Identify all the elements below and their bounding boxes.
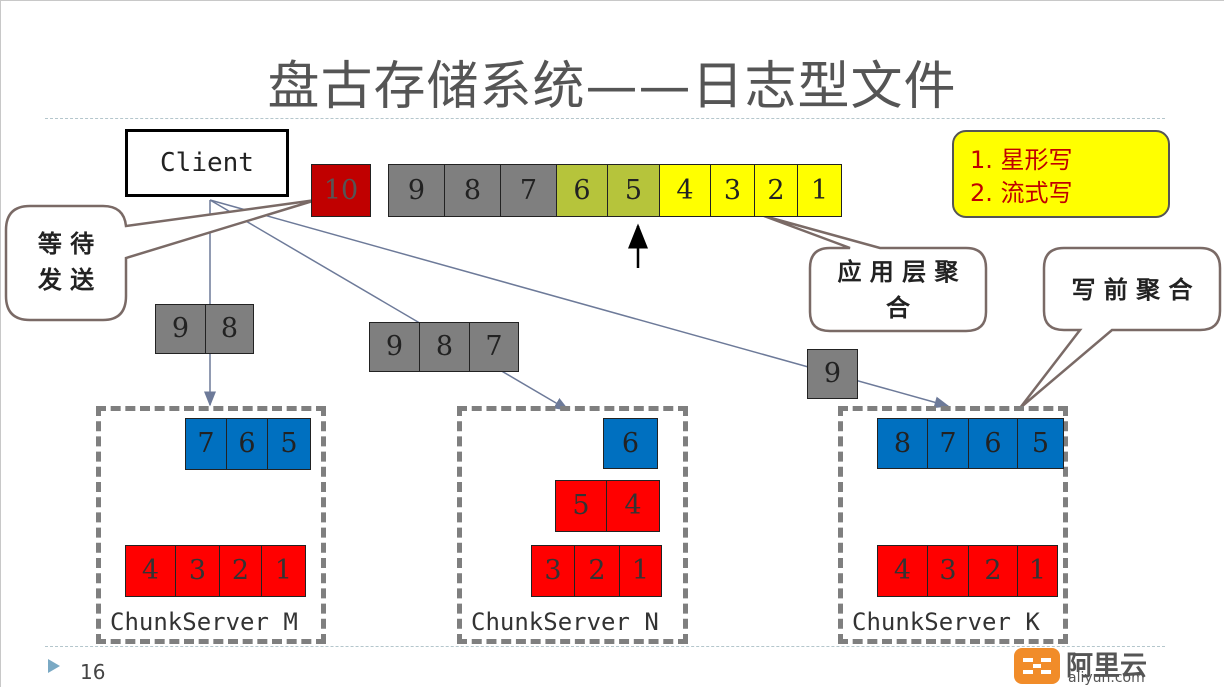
server-k-red-cell: 3 bbox=[927, 545, 969, 597]
server-k-red-cell: 1 bbox=[1017, 545, 1058, 597]
server-n-blue-cell: 6 bbox=[603, 418, 658, 469]
queue-cell: 2 bbox=[754, 164, 798, 217]
title-divider bbox=[45, 118, 1165, 119]
chunkserver-m bbox=[96, 406, 326, 644]
chunkserver-k bbox=[838, 406, 1068, 644]
callout-pre-write-text: 写 前 聚 合 bbox=[1071, 276, 1193, 304]
inflight-n-cell: 9 bbox=[369, 322, 420, 372]
inflight-n-cell: 7 bbox=[469, 322, 519, 372]
queue-cell: 7 bbox=[500, 164, 557, 217]
server-n-red-mid-cell: 4 bbox=[606, 480, 660, 532]
queue-cell: 4 bbox=[659, 164, 711, 217]
server-n-red-cell: 3 bbox=[531, 545, 575, 597]
server-m-blue-cell: 6 bbox=[226, 418, 268, 470]
server-n-red-mid-cell: 5 bbox=[555, 480, 607, 532]
server-m-red-cell: 4 bbox=[125, 545, 176, 597]
server-n-red-cell: 2 bbox=[574, 545, 620, 597]
queue-cell: 8 bbox=[444, 164, 501, 217]
legend-item-star-write: 1. 星形写 bbox=[970, 146, 1073, 174]
aliyun-logo-subtext: aliyun.com bbox=[1068, 670, 1145, 686]
server-m-blue-cell: 5 bbox=[267, 418, 311, 470]
server-k-blue-cell: 6 bbox=[968, 418, 1018, 469]
inflight-n-cell: 8 bbox=[419, 322, 470, 372]
write-mode-legend: 1. 星形写 2. 流式写 bbox=[952, 130, 1170, 218]
play-triangle-icon bbox=[48, 659, 60, 673]
queue-cell: 5 bbox=[607, 164, 660, 217]
server-n-red-cell: 1 bbox=[619, 545, 662, 597]
page-title: 盘古存储系统——日志型文件 bbox=[267, 57, 957, 117]
server-k-red-cell: 2 bbox=[968, 545, 1018, 597]
aliyun-logo-text: 阿里云 bbox=[1066, 651, 1147, 682]
server-k-blue-cell: 7 bbox=[927, 418, 969, 469]
callout-wait-send-bubble bbox=[4, 198, 317, 322]
aliyun-logo-icon bbox=[1014, 648, 1060, 684]
queue-cell: 1 bbox=[797, 164, 842, 217]
callout-wait-send-text: 等 待 发 送 bbox=[37, 230, 95, 294]
queue-cell: 6 bbox=[556, 164, 608, 217]
callout-pre-write-bubble bbox=[1019, 246, 1222, 409]
callout-app-aggregation-bubble bbox=[763, 214, 988, 333]
page-number: 16 bbox=[80, 660, 106, 684]
queue-cell: 3 bbox=[710, 164, 755, 217]
inflight-k-cell: 9 bbox=[807, 349, 858, 399]
pending-packet-10: 10 bbox=[311, 164, 371, 217]
server-n-label: ChunkServer N bbox=[471, 608, 659, 636]
client-box: Client bbox=[125, 129, 289, 197]
server-k-blue-cell: 5 bbox=[1017, 418, 1064, 469]
arrow-to-server-n bbox=[209, 199, 570, 411]
server-k-blue-cell: 8 bbox=[877, 418, 928, 469]
callout-app-aggregation-text: 应 用 层 聚 合 bbox=[837, 258, 959, 322]
server-k-red-cell: 4 bbox=[877, 545, 928, 597]
frame-left-border bbox=[0, 0, 1, 687]
chunkserver-n bbox=[457, 406, 688, 644]
server-m-red-cell: 3 bbox=[175, 545, 220, 597]
write-queue: 9 8 7 6 5 4 3 2 1 bbox=[388, 164, 842, 217]
server-m-red-cell: 2 bbox=[219, 545, 262, 597]
inflight-m-cell: 9 bbox=[155, 304, 206, 354]
frame-top-border bbox=[0, 0, 1224, 1]
server-m-red-cell: 1 bbox=[261, 545, 306, 597]
server-k-label: ChunkServer K bbox=[852, 608, 1040, 636]
legend-item-stream-write: 2. 流式写 bbox=[970, 179, 1073, 207]
queue-cell: 9 bbox=[388, 164, 445, 217]
server-m-blue-cell: 7 bbox=[185, 418, 227, 470]
footer-divider bbox=[45, 646, 1165, 647]
server-m-label: ChunkServer M bbox=[110, 608, 298, 636]
inflight-m-cell: 8 bbox=[205, 304, 254, 354]
